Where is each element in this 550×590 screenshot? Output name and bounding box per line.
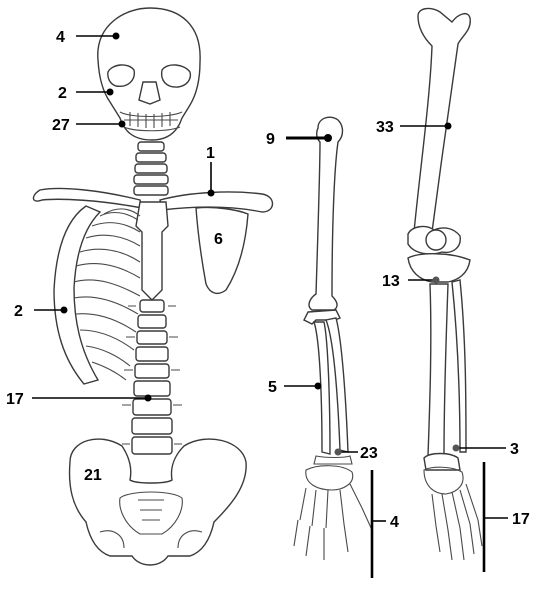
label-ribs: 2	[14, 303, 23, 320]
label-patella: 13	[382, 273, 400, 290]
dot-clavicle	[207, 189, 215, 197]
vertebral-column	[122, 141, 182, 455]
arm	[293, 116, 373, 560]
dot-fibula	[452, 444, 460, 452]
label-skull-eye: 2	[58, 85, 67, 102]
label-fibula: 3	[510, 441, 519, 458]
dot-humerus	[324, 134, 332, 142]
label-wrist: 23	[360, 445, 378, 462]
pelvis	[68, 438, 247, 566]
label-femur: 33	[376, 119, 394, 136]
label-pelvis: 21	[84, 467, 102, 484]
dot-wrist	[334, 448, 342, 456]
dot-skull-eye	[106, 88, 114, 96]
dot-skull-top	[112, 32, 120, 40]
label-humerus: 9	[266, 131, 275, 148]
dot-jaw	[118, 120, 126, 128]
leader-lines	[32, 32, 508, 522]
label-skull-top: 4	[56, 29, 65, 46]
label-clavicle: 1	[206, 145, 215, 162]
label-hand: 4	[390, 514, 399, 531]
dot-patella	[432, 276, 440, 284]
dot-radius-ulna	[314, 382, 322, 390]
scapula	[195, 206, 249, 295]
skull	[97, 7, 201, 141]
label-radius-ulna: 5	[268, 379, 277, 396]
dot-spine	[144, 394, 152, 402]
dot-ribs	[60, 306, 68, 314]
leg	[407, 7, 483, 561]
label-spine: 17	[6, 391, 24, 408]
label-scapula: 6	[214, 231, 223, 248]
label-foot: 17	[512, 511, 530, 528]
dot-femur	[444, 122, 452, 130]
label-jaw: 27	[52, 117, 70, 134]
rib-cage	[53, 201, 169, 385]
